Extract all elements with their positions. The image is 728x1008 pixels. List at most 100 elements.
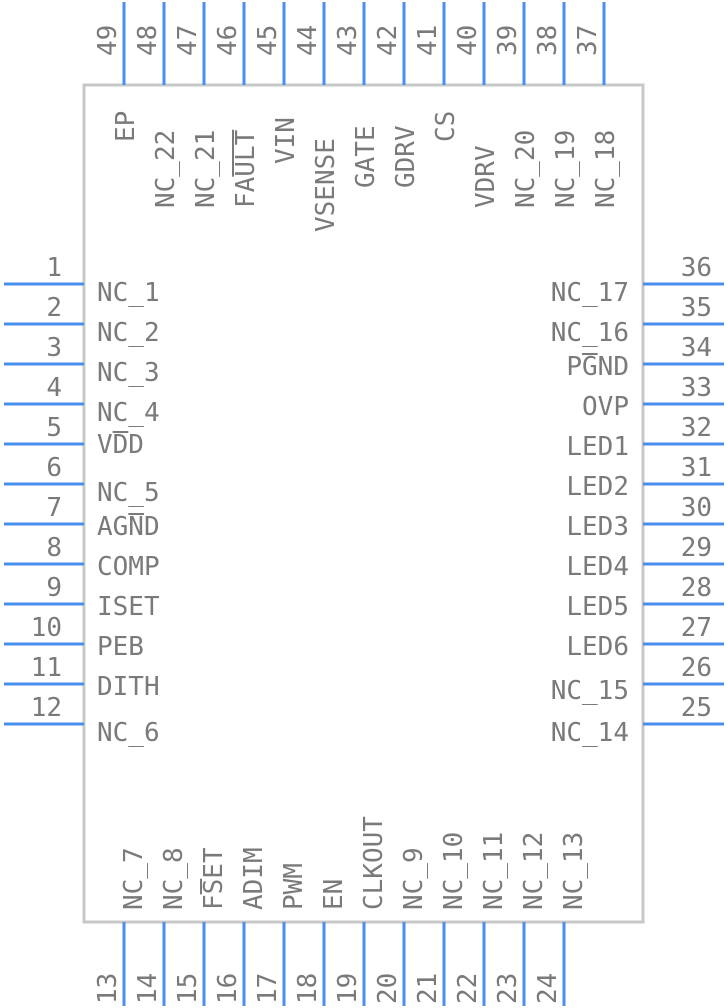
- pin-32-number: 32: [681, 413, 712, 443]
- pin-31-number: 31: [681, 453, 712, 483]
- pin-41-number: 41: [413, 25, 443, 56]
- pin-13-number: 13: [93, 973, 123, 1004]
- pin-31-label: LED2: [566, 472, 629, 502]
- pin-12-label: NC_6: [97, 718, 160, 748]
- pin-21-label: NC_10: [439, 832, 469, 910]
- pin-9-number: 9: [46, 573, 62, 603]
- pin-7-number: 7: [46, 493, 62, 523]
- pin-19-number: 19: [333, 973, 363, 1004]
- pin-36-label: NC_17: [551, 278, 629, 308]
- pin-48-label: NC_22: [151, 130, 181, 208]
- pin-24-number: 24: [533, 973, 563, 1004]
- pin-22-number: 22: [453, 973, 483, 1004]
- pin-39-label: NC_20: [511, 130, 541, 208]
- pin-37-label: NC_18: [591, 130, 621, 208]
- pin-34-label: PGND: [566, 352, 629, 382]
- pin-30-label: LED3: [566, 512, 629, 542]
- pin-23-number: 23: [493, 973, 523, 1004]
- pin-43-number: 43: [333, 25, 363, 56]
- pin-36-number: 36: [681, 253, 712, 283]
- pin-46-label: FAULT: [231, 129, 261, 208]
- pin-42-label: GDRV: [391, 125, 421, 188]
- pin-15-number: 15: [173, 973, 203, 1004]
- component-body: [82, 83, 645, 924]
- pin-16-label: ADIM: [239, 847, 269, 910]
- pin-28-label: LED5: [566, 592, 629, 622]
- pin-17-number: 17: [253, 973, 283, 1004]
- pin-43-label: GATE: [351, 125, 381, 188]
- pin-47-number: 47: [173, 25, 203, 56]
- pin-21-number: 21: [413, 973, 443, 1004]
- pin-29-label: LED4: [566, 552, 629, 582]
- pin-49-number: 49: [93, 25, 123, 56]
- pin-26-number: 26: [681, 653, 712, 683]
- pin-44-number: 44: [293, 25, 323, 56]
- pin-45-number: 45: [253, 25, 283, 56]
- pin-3-number: 3: [46, 333, 62, 363]
- pin-18-number: 18: [293, 973, 323, 1004]
- pin-18-label: EN: [319, 879, 349, 910]
- pin-44-label: VSENSE: [311, 138, 341, 232]
- pin-4-label: NC_4: [97, 398, 160, 428]
- pin-45-label: VIN: [271, 117, 301, 164]
- pin-23-label: NC_12: [519, 832, 549, 910]
- pin-30-number: 30: [681, 493, 712, 523]
- pin-2-number: 2: [46, 293, 62, 323]
- pin-26-label: NC_15: [551, 676, 629, 706]
- pin-27-label: LED6: [566, 632, 629, 662]
- pin-1-label: NC_1: [97, 278, 160, 308]
- pin-28-number: 28: [681, 573, 712, 603]
- pin-39-number: 39: [493, 25, 523, 56]
- pin-5-label: VDD: [97, 430, 144, 460]
- pin-38-label: NC_19: [551, 130, 581, 208]
- pin-11-number: 11: [31, 653, 62, 683]
- pin-46-number: 46: [213, 25, 243, 56]
- pin-42-number: 42: [373, 25, 403, 56]
- pin-8-label: COMP: [97, 552, 160, 582]
- pin-10-number: 10: [31, 613, 62, 643]
- pin-41-label: CS: [431, 111, 461, 142]
- pin-10-label: PEB: [97, 632, 144, 662]
- pin-14-label: NC_8: [159, 847, 189, 910]
- pin-33-number: 33: [681, 373, 712, 403]
- pin-25-label: NC_14: [551, 718, 629, 748]
- pin-19-label: CLKOUT: [359, 816, 389, 910]
- pin-8-number: 8: [46, 533, 62, 563]
- pin-35-number: 35: [681, 293, 712, 323]
- pin-4-number: 4: [46, 373, 62, 403]
- pin-47-label: NC_21: [191, 130, 221, 208]
- pin-20-label: NC_9: [399, 847, 429, 910]
- pin-12-number: 12: [31, 693, 62, 723]
- pin-34-number: 34: [681, 333, 712, 363]
- pin-20-number: 20: [373, 973, 403, 1004]
- pin-9-label: ISET: [97, 592, 160, 622]
- pin-27-number: 27: [681, 613, 712, 643]
- pin-6-number: 6: [46, 453, 62, 483]
- pin-40-label: VDRV: [471, 145, 501, 208]
- pin-1-number: 1: [46, 253, 62, 283]
- pin-49-label: EP: [111, 111, 141, 142]
- pin-33-label: OVP: [582, 392, 629, 422]
- pin-25-number: 25: [681, 693, 712, 723]
- pin-40-number: 40: [453, 25, 483, 56]
- pins-layer: 1NC_12NC_23NC_34NC_45VDD6NC_57AGND8COMP9…: [4, 2, 724, 1006]
- pin-16-number: 16: [213, 973, 243, 1004]
- pin-13-label: NC_7: [119, 847, 149, 910]
- pin-38-number: 38: [533, 25, 563, 56]
- pin-29-number: 29: [681, 533, 712, 563]
- pin-48-number: 48: [133, 25, 163, 56]
- pin-17-label: PWM: [279, 863, 309, 910]
- pin-22-label: NC_11: [479, 832, 509, 910]
- pin-24-label: NC_13: [559, 832, 589, 910]
- pin-5-number: 5: [46, 413, 62, 443]
- pin-35-label: NC_16: [551, 318, 629, 348]
- pin-15-label: FSET: [199, 847, 229, 910]
- pin-14-number: 14: [133, 973, 163, 1004]
- pin-3-label: NC_3: [97, 358, 160, 388]
- pin-37-number: 37: [573, 25, 603, 56]
- pin-11-label: DITH: [97, 672, 160, 702]
- pin-7-label: AGND: [97, 512, 160, 542]
- pin-32-label: LED1: [566, 432, 629, 462]
- pin-6-label: NC_5: [97, 478, 160, 508]
